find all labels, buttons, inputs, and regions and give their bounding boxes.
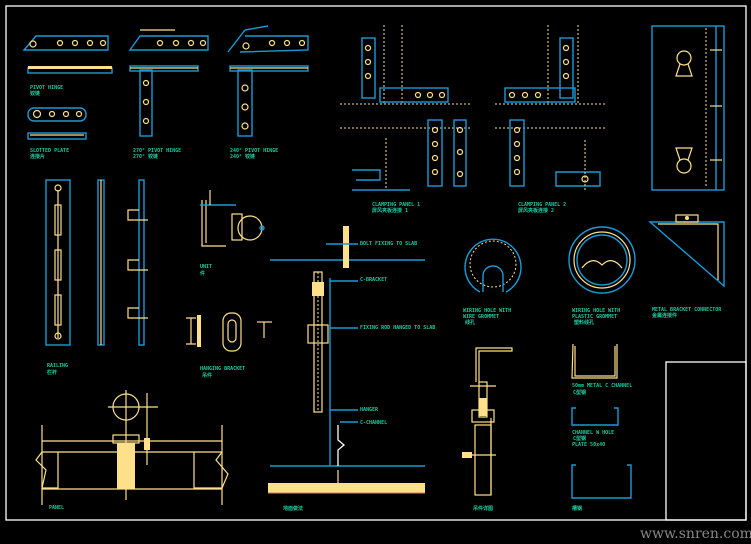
- label-clamping-1: CLAMPING PANEL 1: [372, 202, 420, 208]
- label-c-channel-50-cn: C型钢: [573, 389, 586, 396]
- metal-bracket-detail: [648, 214, 725, 288]
- clamping-panel-2-detail: [495, 25, 605, 190]
- label-small-bracket-cn: 件: [200, 270, 205, 277]
- label-pivot-hinge-cn: 铰链: [30, 90, 41, 97]
- clamping-panel-1-detail: [340, 25, 470, 191]
- label-hinge-270-cn: 270° 铰链: [133, 153, 159, 160]
- keyhole-panel-detail: [651, 25, 725, 191]
- label-c-channel-blue-3: PLATE 50x40: [572, 442, 605, 448]
- fixing-rod-detail: [270, 226, 425, 467]
- label-slotted-plate-cn: 连接片: [30, 153, 45, 160]
- c-channel-blue-1: [571, 407, 619, 426]
- hinge-270-detail: [128, 29, 209, 137]
- label-metal-bracket: METAL BRACKET CONNECTOR: [652, 307, 722, 313]
- label-small-bracket: UNIT: [200, 264, 212, 270]
- label-clamping-2-cn: 屏风夹板连接 2: [517, 207, 554, 214]
- label-c-channel-rod: C-CHANNEL: [360, 420, 387, 426]
- label-c-channel-blue: CHANNEL W HOLE: [572, 430, 614, 436]
- label-wiring-plastic-2: PLASTIC GROMMET: [572, 314, 617, 320]
- label-metal-bracket-cn: 金属连接件: [651, 312, 677, 319]
- small-bracket-detail: [200, 190, 265, 247]
- title-block: [665, 361, 747, 521]
- label-clamping-2: CLAMPING PANEL 2: [518, 202, 566, 208]
- label-bolt-fixing: BOLT FIXING TO SLAB: [360, 241, 417, 247]
- gravel-layer: [268, 483, 425, 493]
- label-wiring-plastic: WIRING HOLE WITH: [572, 308, 620, 314]
- floor-section-detail: [35, 390, 229, 505]
- label-hanger-section: 吊件详图: [473, 505, 493, 512]
- label-fixing-rod: FIXING ROD HANGED TO SLAB: [360, 325, 435, 331]
- c-channel-yellow: [571, 343, 618, 379]
- label-channel-bottom: 槽钢: [572, 505, 582, 512]
- slotted-plate-detail: [27, 107, 87, 140]
- label-anchor: HANGING BRACKET: [200, 366, 245, 372]
- hinge-240-detail: [227, 25, 309, 137]
- label-gravel: 地面做法: [283, 505, 303, 512]
- sheet-border: [5, 5, 747, 521]
- label-c-bracket: C-BRACKET: [360, 277, 387, 283]
- label-wiring-plastic-cn: 塑料线孔: [574, 319, 594, 326]
- label-floor-section: PANEL: [49, 505, 64, 511]
- label-anchor-cn: 吊件: [202, 372, 212, 379]
- label-clamping-1-cn: 屏风夹板连接 1: [371, 207, 408, 214]
- label-hinge-240: 240° PIVOT HINGE: [230, 148, 278, 154]
- label-railing-cn: 栏杆: [47, 369, 57, 376]
- wiring-hole-wire-grommet: [464, 238, 522, 293]
- label-hanger: HANGER: [360, 407, 379, 413]
- c-channel-blue-2: [571, 464, 632, 499]
- railing-detail: [45, 179, 148, 346]
- label-wiring-wire-2: WIRE GROMMET: [463, 314, 499, 320]
- watermark: www.snren.com: [640, 526, 751, 542]
- label-railing: RAILING: [47, 363, 68, 369]
- label-wiring-wire: WIRING HOLE WITH: [463, 308, 511, 314]
- pivot-hinge-detail: [22, 35, 113, 74]
- hanger-section-detail: [462, 347, 513, 496]
- label-hinge-240-cn: 240° 铰链: [230, 153, 256, 160]
- label-c-channel-blue-cn: C型钢: [573, 435, 586, 442]
- hanging-bracket-detail: [186, 312, 272, 352]
- label-c-channel-50: 50mm METAL C CHANNEL: [572, 383, 632, 389]
- wiring-hole-plastic-grommet: [568, 226, 636, 294]
- label-wiring-wire-cn: 线孔: [465, 319, 475, 326]
- label-slotted-plate: SLOTTED PLATE: [30, 148, 69, 154]
- label-hinge-270: 270° PIVOT HINGE: [133, 148, 181, 154]
- label-pivot-hinge: PIVOT HINGE: [30, 85, 63, 91]
